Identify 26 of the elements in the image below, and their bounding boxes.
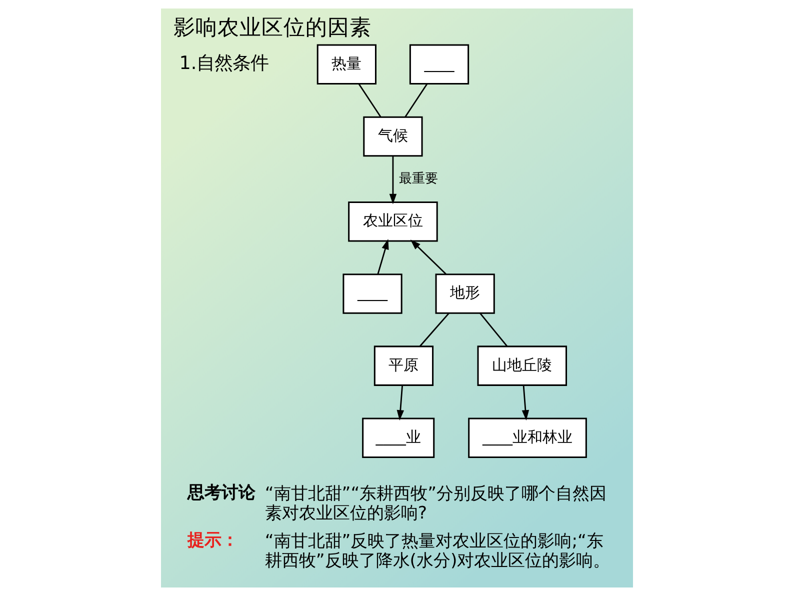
node-box: ____业和林业 xyxy=(468,418,587,458)
label: 1.自然条件 xyxy=(179,52,269,74)
diagram-title: 影响农业区位的因素 xyxy=(173,15,372,40)
arrow xyxy=(377,239,389,274)
node-box: ____ xyxy=(342,274,402,314)
node-box: 热量 xyxy=(316,44,376,85)
arrow xyxy=(396,385,404,420)
connector xyxy=(358,84,382,118)
node-box: 农业区位 xyxy=(348,201,438,242)
node-box: ____ xyxy=(409,44,470,85)
label: 提示： xyxy=(187,530,238,550)
connector xyxy=(419,312,450,347)
connector xyxy=(404,84,428,118)
label: “南甘北甜”“东耕西牧”分别反映了哪个自然因素对农业区位的影响? xyxy=(264,484,607,524)
node-box: 气候 xyxy=(363,116,423,157)
label: 思考讨论 xyxy=(187,482,256,503)
node-box: 平原 xyxy=(374,346,434,386)
arrow xyxy=(522,385,530,420)
node-box: 地形 xyxy=(435,274,495,314)
edge-label: 最重要 xyxy=(399,171,438,186)
arrow xyxy=(389,156,397,204)
arrow xyxy=(410,240,446,275)
connector xyxy=(480,312,508,347)
node-box: ____业 xyxy=(362,418,435,458)
label: “南甘北甜”反映了热量对农业区位的影响;“东耕西牧”反映了降水(水分)对农业区位的影响。 xyxy=(264,531,610,571)
node-box: 山地丘陵 xyxy=(477,346,568,386)
